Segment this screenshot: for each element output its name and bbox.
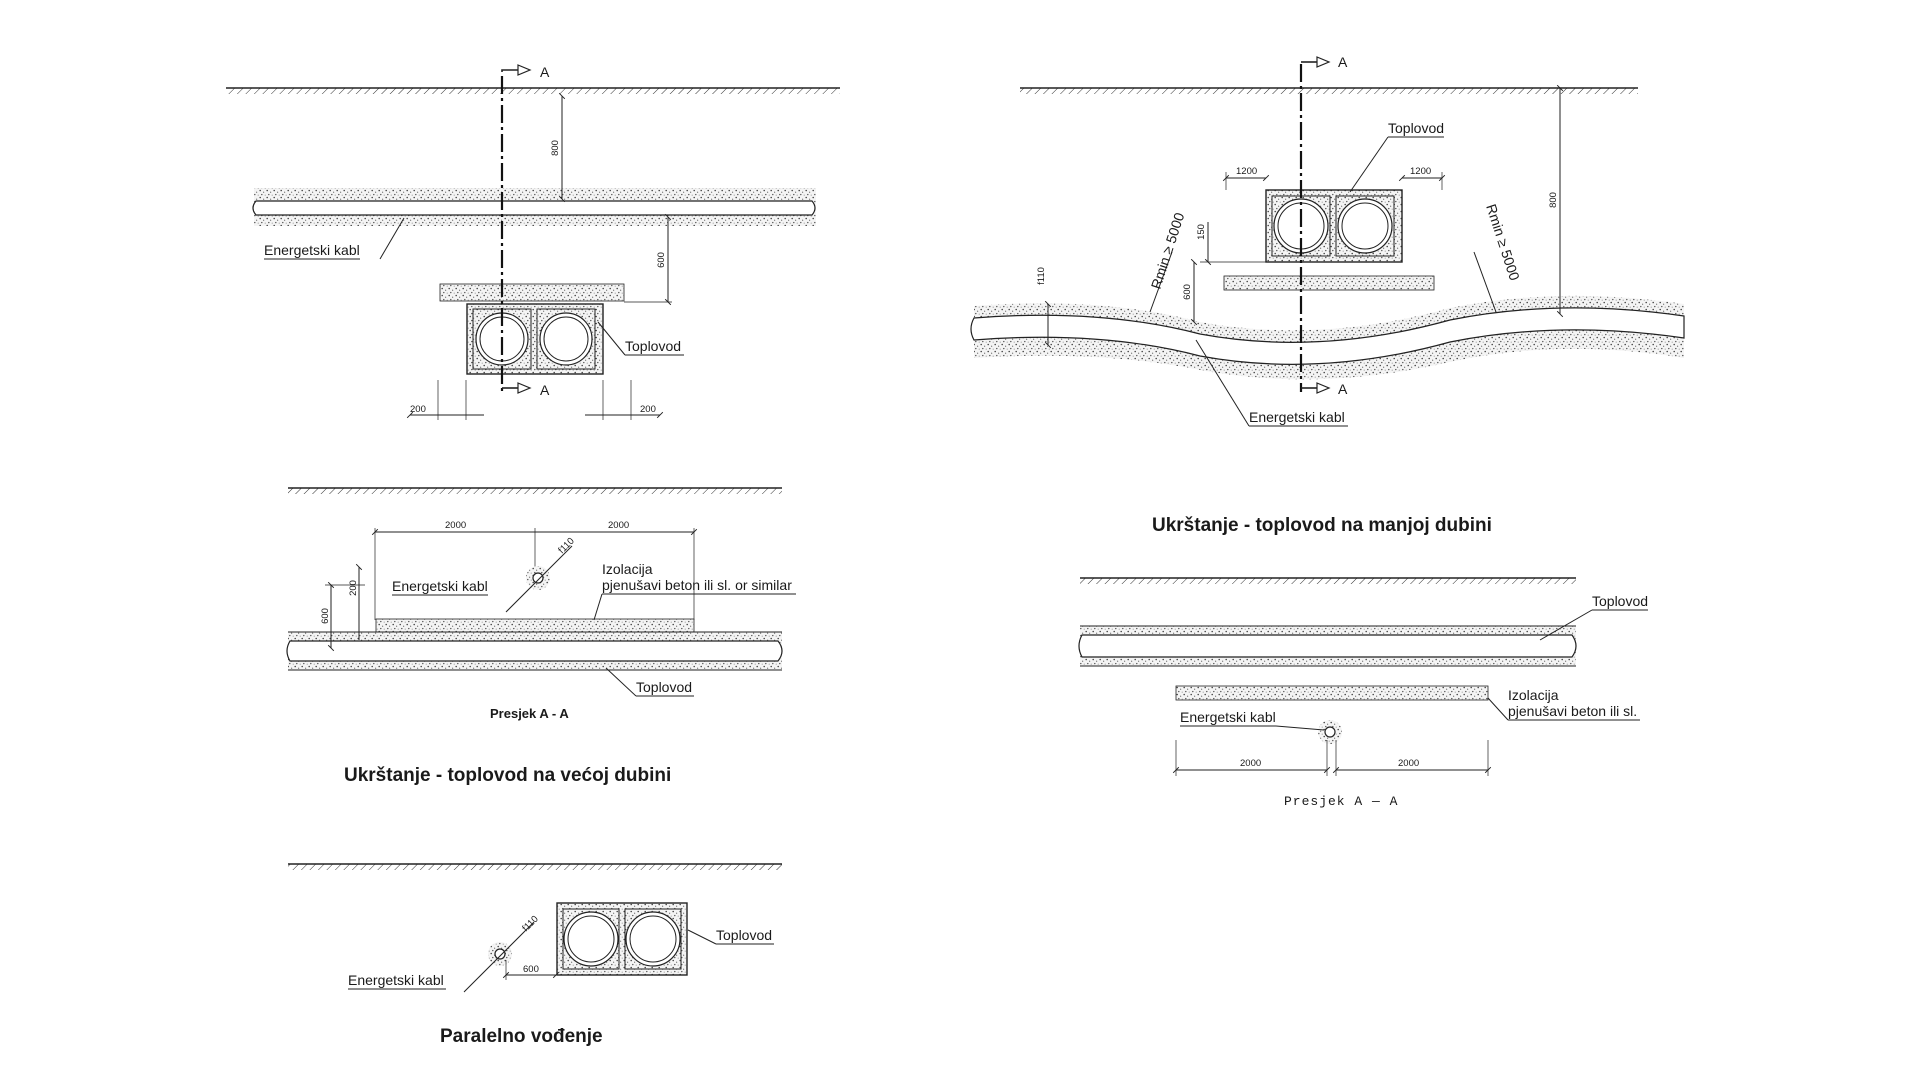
heating-duct-longitudinal xyxy=(286,640,783,662)
label-izolacija: Izolacija xyxy=(602,561,653,577)
label-izolacija-desc: pjenušavi beton ili sl. or similar xyxy=(602,577,792,593)
section-arrow-bottom xyxy=(1316,382,1331,394)
heating-duct-longitudinal xyxy=(1078,634,1577,658)
label-toplovod: Toplovod xyxy=(636,679,692,695)
heating-pipe-right xyxy=(1337,198,1393,254)
section-label-bottom: A xyxy=(540,382,550,398)
section-label-top: A xyxy=(540,64,550,80)
section-arrow-top xyxy=(1316,56,1331,68)
title-manjoj-dubini: Ukrštanje - toplovod na manjoj dubini xyxy=(1152,515,1492,536)
rmin-right: Rmin ≥ 5000 xyxy=(1483,202,1523,283)
insulation-slab xyxy=(375,618,695,633)
insulation-slab xyxy=(439,283,625,302)
section-a-a-shallower: 2000 2000 Energetski kabl Izolacija pjen… xyxy=(1078,577,1648,809)
ground-hatch xyxy=(226,88,840,94)
energy-cable-pipe-curved xyxy=(970,307,1685,365)
insulation-slab xyxy=(1223,275,1435,291)
label-toplovod: Toplovod xyxy=(625,338,681,354)
presjek-label: Presjek A - A xyxy=(490,706,569,721)
svg-text:A: A xyxy=(1338,381,1348,397)
dim-1200-left: 1200 xyxy=(1236,166,1257,177)
title-paralelno: Paralelno vođenje xyxy=(440,1026,603,1047)
energy-cable-pipe xyxy=(252,200,816,216)
label-izolacija: Izolacija xyxy=(1508,687,1559,703)
insulation-slab xyxy=(1175,685,1489,701)
section-a-a-deeper: 2000 2000 f110 600 200 Energetski kabl I… xyxy=(286,487,796,721)
svg-text:f110: f110 xyxy=(520,914,540,934)
label-izolacija-desc: pjenušavi beton ili sl. xyxy=(1508,703,1637,719)
svg-text:600: 600 xyxy=(1182,284,1193,300)
svg-text:800: 800 xyxy=(1548,192,1559,208)
section-arrow-bottom xyxy=(517,382,532,394)
duct-cell-right xyxy=(536,308,596,370)
parallel-routing-view: f110 600 Energetski kabl Toplovod xyxy=(288,863,782,993)
svg-text:A: A xyxy=(1338,54,1348,70)
label-energetski-kabl: Energetski kabl xyxy=(1249,409,1345,425)
heating-pipe-right xyxy=(539,312,593,366)
label-energetski-kabl: Energetski kabl xyxy=(264,242,360,258)
section-arrow-top xyxy=(517,64,532,76)
cable-cross-section xyxy=(532,572,544,584)
svg-text:600: 600 xyxy=(320,608,331,624)
dim-2000-left: 2000 xyxy=(445,520,466,531)
label-toplovod: Toplovod xyxy=(716,927,772,943)
label-energetski-kabl: Energetski kabl xyxy=(348,972,444,988)
dim-1200-right: 1200 xyxy=(1410,166,1431,177)
svg-text:600: 600 xyxy=(523,964,539,975)
presjek-label: Presjek A — A xyxy=(1284,794,1398,809)
heating-pipe-right xyxy=(625,911,681,967)
svg-text:2000: 2000 xyxy=(1240,758,1261,769)
heating-pipe-left xyxy=(563,911,619,967)
svg-text:2000: 2000 xyxy=(1398,758,1419,769)
svg-text:150: 150 xyxy=(1196,224,1207,240)
svg-text:200: 200 xyxy=(348,580,359,596)
rmin-left: Rmin ≥ 5000 xyxy=(1148,210,1188,291)
title-vecoj-dubini: Ukrštanje - toplovod na većoj dubini xyxy=(344,765,671,786)
dim-800: 800 xyxy=(550,140,561,156)
crossing-shallower-view: A A 1200 1200 150 600 f110 800 Rmin ≥ 50… xyxy=(970,54,1685,427)
dim-200-left: 200 xyxy=(410,404,426,415)
dim-2000-right: 2000 xyxy=(608,520,629,531)
dim-200-right: 200 xyxy=(640,404,656,415)
label-toplovod: Toplovod xyxy=(1388,120,1444,136)
crossing-deeper-view: A A 800 600 200 200 Energetski kabl Topl… xyxy=(226,64,840,420)
svg-text:f110: f110 xyxy=(1036,267,1047,285)
label-energetski-kabl: Energetski kabl xyxy=(392,578,488,594)
dim-600: 600 xyxy=(656,252,667,268)
cable-cross-section xyxy=(1324,726,1336,738)
label-energetski-kabl: Energetski kabl xyxy=(1180,709,1276,725)
cable-cross-section xyxy=(494,948,506,960)
svg-text:f110: f110 xyxy=(556,536,576,556)
label-toplovod: Toplovod xyxy=(1592,593,1648,609)
